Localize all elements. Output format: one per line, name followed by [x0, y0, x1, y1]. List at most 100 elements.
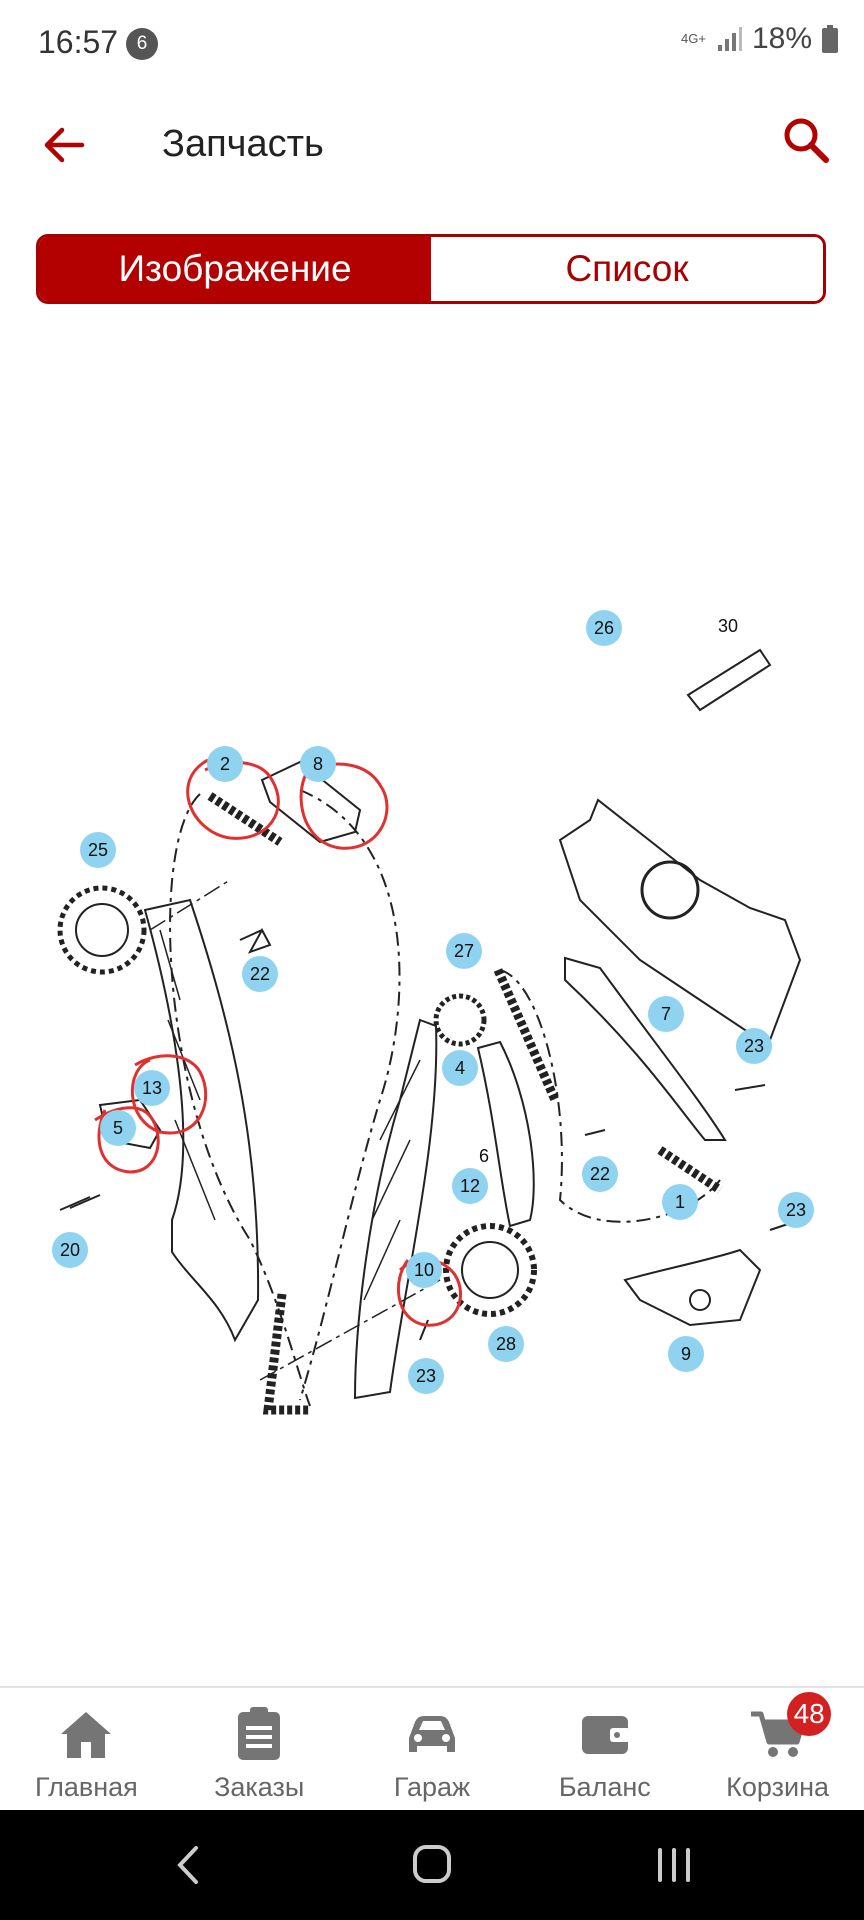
- callout-12[interactable]: 12: [452, 1168, 488, 1204]
- nav-cart[interactable]: Корзина 48: [691, 1688, 864, 1812]
- callout-10[interactable]: 10: [406, 1252, 442, 1288]
- network-type: 4G+: [681, 31, 706, 46]
- svg-text:12: 12: [460, 1176, 480, 1196]
- guide-rail-7: [564, 956, 727, 1141]
- tab-list[interactable]: Список: [431, 237, 823, 301]
- status-right: 4G+ 18%: [681, 22, 838, 56]
- callout-25[interactable]: 25: [80, 832, 116, 868]
- callout-28[interactable]: 28: [488, 1326, 524, 1362]
- back-arrow-icon[interactable]: [38, 118, 92, 172]
- wallet-icon: [581, 1716, 630, 1754]
- svg-text:6: 6: [479, 1146, 489, 1166]
- view-toggle: Изображение Список: [36, 234, 826, 304]
- svg-text:28: 28: [496, 1334, 516, 1354]
- nav-home[interactable]: Главная: [0, 1688, 173, 1812]
- svg-text:23: 23: [744, 1036, 764, 1056]
- chain-segment-lower: [657, 1146, 723, 1194]
- callout-8[interactable]: 8: [300, 746, 336, 782]
- svg-text:23: 23: [416, 1366, 436, 1386]
- bolt-22b: [584, 1129, 606, 1136]
- car-icon: [408, 1716, 455, 1752]
- svg-text:8: 8: [313, 754, 323, 774]
- callout-4[interactable]: 4: [442, 1050, 478, 1086]
- svg-text:10: 10: [414, 1260, 434, 1280]
- status-bar: 16:57 6 4G+ 18%: [0, 0, 864, 90]
- annotation-circle-2: [186, 758, 280, 840]
- callout-23c[interactable]: 23: [778, 1192, 814, 1228]
- svg-text:25: 25: [88, 840, 108, 860]
- nav-garage-label: Гараж: [393, 1772, 471, 1802]
- tensioner-9: [623, 1248, 762, 1327]
- timing-chain-right: [299, 789, 401, 1401]
- callout-20[interactable]: 20: [52, 1232, 88, 1268]
- annotation-circle-5: [94, 1106, 160, 1174]
- callout-6: 6: [479, 1146, 489, 1166]
- sprocket-27: [433, 993, 487, 1047]
- callout-22b[interactable]: 22: [582, 1156, 618, 1192]
- system-home-icon[interactable]: [402, 1840, 462, 1890]
- tab-image[interactable]: Изображение: [39, 237, 431, 301]
- callout-1[interactable]: 1: [662, 1184, 698, 1220]
- tensioner-top: [260, 760, 362, 844]
- callout-13[interactable]: 13: [134, 1070, 170, 1106]
- search-icon[interactable]: [778, 112, 834, 168]
- system-back-icon[interactable]: [160, 1840, 220, 1890]
- callout-23b[interactable]: 23: [736, 1028, 772, 1064]
- cart-count-badge: 48: [787, 1692, 832, 1736]
- nav-balance-label: Баланс: [558, 1772, 651, 1802]
- nav-balance[interactable]: Баланс: [518, 1688, 691, 1812]
- svg-text:1: 1: [675, 1192, 685, 1212]
- sprocket-25: [57, 885, 147, 975]
- callout-7[interactable]: 7: [648, 996, 684, 1032]
- svg-text:23: 23: [786, 1200, 806, 1220]
- system-recents-icon[interactable]: [644, 1840, 704, 1890]
- center-line-2: [259, 1279, 441, 1381]
- callout-30: 30: [718, 616, 738, 636]
- chain-segment-bottom: [262, 1293, 310, 1415]
- svg-text:5: 5: [113, 1118, 123, 1138]
- bolt-22: [239, 927, 272, 954]
- callout-23[interactable]: 23: [408, 1358, 444, 1394]
- svg-text:13: 13: [142, 1078, 162, 1098]
- status-time: 16:57: [38, 24, 119, 60]
- callout-9[interactable]: 9: [668, 1336, 704, 1372]
- signal-icon: [717, 27, 742, 51]
- callout-2[interactable]: 2: [207, 746, 243, 782]
- svg-text:4: 4: [455, 1058, 465, 1078]
- svg-text:20: 20: [60, 1240, 80, 1260]
- chain-segment-top: [207, 792, 283, 846]
- svg-text:27: 27: [454, 941, 474, 961]
- guide-rail-center: [353, 1018, 438, 1400]
- home-icon: [61, 1712, 112, 1758]
- bottom-navigation: Главная Заказы Гараж Баланс Корзина: [0, 1686, 864, 1812]
- svg-text:26: 26: [594, 618, 614, 638]
- nav-orders-label: Заказы: [214, 1772, 305, 1802]
- callout-26[interactable]: 26: [586, 610, 622, 646]
- system-navigation-bar: [0, 1810, 864, 1920]
- page-title: Запчасть: [162, 123, 324, 165]
- bolt-20: [59, 1196, 91, 1211]
- callout-27[interactable]: 27: [446, 933, 482, 969]
- clipboard-icon: [238, 1707, 281, 1760]
- guide-rail-left: [143, 898, 260, 1343]
- svg-text:30: 30: [718, 616, 738, 636]
- svg-text:2: 2: [220, 754, 230, 774]
- bolt-23a: [419, 1319, 429, 1341]
- annotation-circle-13: [130, 1054, 208, 1135]
- nav-garage[interactable]: Гараж: [346, 1688, 519, 1812]
- sealant-tube-30: [686, 648, 772, 712]
- svg-text:7: 7: [661, 1004, 671, 1024]
- parts-diagram: 2 8 25 22 13 5 20 27 4 6 12 10 23 28 26 …: [52, 610, 814, 1415]
- svg-text:22: 22: [590, 1164, 610, 1184]
- annotation-circle-8: [299, 756, 389, 850]
- callout-22[interactable]: 22: [242, 956, 278, 992]
- nav-orders[interactable]: Заказы: [173, 1688, 346, 1812]
- app-bar: Запчасть: [0, 96, 864, 196]
- nav-cart-label: Корзина: [726, 1772, 830, 1802]
- timing-chain-left: [169, 793, 311, 1407]
- nav-home-label: Главная: [35, 1772, 138, 1802]
- center-line-1: [149, 879, 231, 931]
- guide-rail-secondary: [476, 1040, 535, 1228]
- callout-5[interactable]: 5: [100, 1110, 136, 1146]
- chain-segment-right: [493, 968, 560, 1102]
